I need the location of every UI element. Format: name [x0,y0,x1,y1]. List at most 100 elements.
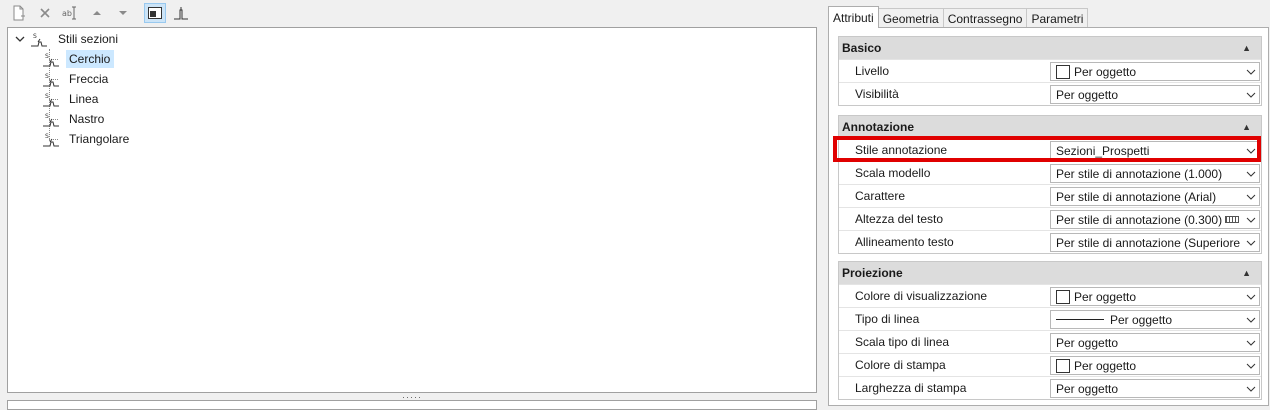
properties-tabs: Attributi Geometria Contrassegno Paramet… [828,6,1089,28]
print-color-dropdown[interactable]: Per oggetto [1050,356,1260,375]
tab-attributi[interactable]: Attributi [828,6,879,28]
tab-contrassegno[interactable]: Contrassegno [942,8,1028,28]
tree-item-label: Nastro [69,112,105,126]
chevron-down-icon [1243,234,1259,251]
prop-label: Scala tipo di linea [855,335,950,349]
linetype-scale-dropdown[interactable]: Per oggetto [1050,333,1260,352]
delete-button[interactable] [34,3,56,23]
section-header[interactable]: Basico ▲ [839,37,1261,59]
collapse-icon[interactable]: ▲ [1242,43,1251,53]
tree-item-triangolare[interactable]: S Triangolare [42,129,133,149]
prop-row: Allineamento testo Per stile di annotazi… [839,230,1261,253]
svg-text:ab: ab [62,9,72,18]
color-swatch-icon [1056,289,1070,304]
toolbar: ab [8,2,196,24]
text-alignment-dropdown[interactable]: Per stile di annotazione (Superiore s [1050,233,1260,252]
level-dropdown[interactable]: Per oggetto [1050,62,1260,81]
prop-row: Scala tipo di linea Per oggetto [839,330,1261,353]
delete-icon [40,8,50,18]
tree-item-linea[interactable]: S Linea [42,89,102,109]
svg-text:S: S [45,113,49,120]
section-annotazione: Annotazione ▲ Stile annotazione Sezioni_… [838,115,1262,254]
rename-button[interactable]: ab [60,3,82,23]
prop-label: Colore di stampa [855,358,946,372]
prop-row: Colore di stampa Per oggetto [839,353,1261,376]
chevron-down-icon[interactable] [14,33,26,45]
section-style-icon: S [43,113,59,127]
chevron-down-icon [1243,165,1259,182]
new-style-button[interactable] [8,3,30,23]
prop-label: Tipo di linea [855,312,920,326]
prop-row: Tipo di linea Per oggetto [839,307,1261,330]
tree-root-label: Stili sezioni [58,32,119,46]
prop-label: Visibilità [855,87,899,101]
section-title: Proiezione [842,266,903,280]
font-dropdown[interactable]: Per stile di annotazione (Arial) [1050,187,1260,206]
tree-item-label: Freccia [69,72,109,86]
dropdown-value: Per oggetto [1074,289,1137,304]
dropdown-value: Per oggetto [1110,312,1173,327]
tree-item-nastro[interactable]: S Nastro [42,109,108,129]
section-title: Basico [842,41,882,55]
styles-tree: S Stili sezioni S Cerchio S Freccia S Li… [7,27,817,393]
linetype-dropdown[interactable]: Per oggetto [1050,310,1260,329]
dropdown-value: Per oggetto [1056,335,1119,350]
prop-label: Carattere [855,189,906,203]
panel-splitter[interactable]: ····· [7,392,817,402]
dropdown-value: Per stile di annotazione (Superiore s [1056,235,1243,250]
svg-text:S: S [45,133,49,140]
dropdown-value: Sezioni_Prospetti [1056,143,1150,158]
dropdown-value: Per oggetto [1056,381,1119,396]
prop-label: Altezza del testo [855,212,944,226]
dropdown-value: Per stile di annotazione (0.300) [1056,212,1223,227]
rename-icon: ab [62,6,76,20]
dropdown-value: Per stile di annotazione (1.000) [1056,166,1223,181]
section-style-button[interactable] [170,3,192,23]
tab-geometria[interactable]: Geometria [877,8,944,28]
tree-item-cerchio[interactable]: S Cerchio [42,49,115,69]
section-style-icon: S [43,93,59,107]
prop-row: Altezza del testo Per stile di annotazio… [839,207,1261,230]
prop-label: Colore di visualizzazione [855,289,988,303]
move-down-button[interactable] [112,3,134,23]
chevron-down-icon [1243,188,1259,205]
tree-item-label: Triangolare [69,132,130,146]
collapse-icon[interactable]: ▲ [1242,268,1251,278]
dropdown-value: Per oggetto [1074,358,1137,373]
prop-row: Scala modello Per stile di annotazione (… [839,161,1261,184]
prop-row: Larghezza di stampa Per oggetto [839,376,1261,399]
prop-label: Livello [855,64,890,78]
print-width-dropdown[interactable]: Per oggetto [1050,379,1260,398]
panel-view-button[interactable] [144,3,166,23]
section-style-icon: S [31,33,47,47]
chevron-down-icon [1243,357,1259,374]
move-down-icon [119,11,127,15]
dropdown-value: Per oggetto [1074,64,1137,79]
collapse-icon[interactable]: ▲ [1242,122,1251,132]
tree-root-item[interactable]: S Stili sezioni [14,29,122,49]
grip-icon: ····· [402,392,422,402]
line-sample-icon [1056,319,1104,320]
chevron-down-icon [1243,288,1259,305]
section-style-icon: S [43,73,59,87]
visibility-dropdown[interactable]: Per oggetto [1050,85,1260,104]
section-header[interactable]: Annotazione ▲ [839,116,1261,138]
move-up-button[interactable] [86,3,108,23]
color-swatch-icon [1056,64,1070,79]
section-basico: Basico ▲ Livello Per oggetto Visibilità … [838,36,1262,106]
text-height-dropdown[interactable]: Per stile di annotazione (0.300) [1050,210,1260,229]
annotation-style-dropdown[interactable]: Sezioni_Prospetti [1050,141,1260,160]
section-header[interactable]: Proiezione ▲ [839,262,1261,284]
dropdown-value: Per oggetto [1056,87,1119,102]
display-color-dropdown[interactable]: Per oggetto [1050,287,1260,306]
tree-item-freccia[interactable]: S Freccia [42,69,112,89]
prop-row: Carattere Per stile di annotazione (Aria… [839,184,1261,207]
model-scale-dropdown[interactable]: Per stile di annotazione (1.000) [1050,164,1260,183]
svg-text:S: S [45,73,49,80]
tab-parametri[interactable]: Parametri [1026,8,1089,28]
new-style-icon [13,5,25,21]
tree-connector [49,49,50,141]
tree-item-label: Linea [69,92,99,106]
section-style-icon [174,7,188,20]
chevron-down-icon [1243,334,1259,351]
